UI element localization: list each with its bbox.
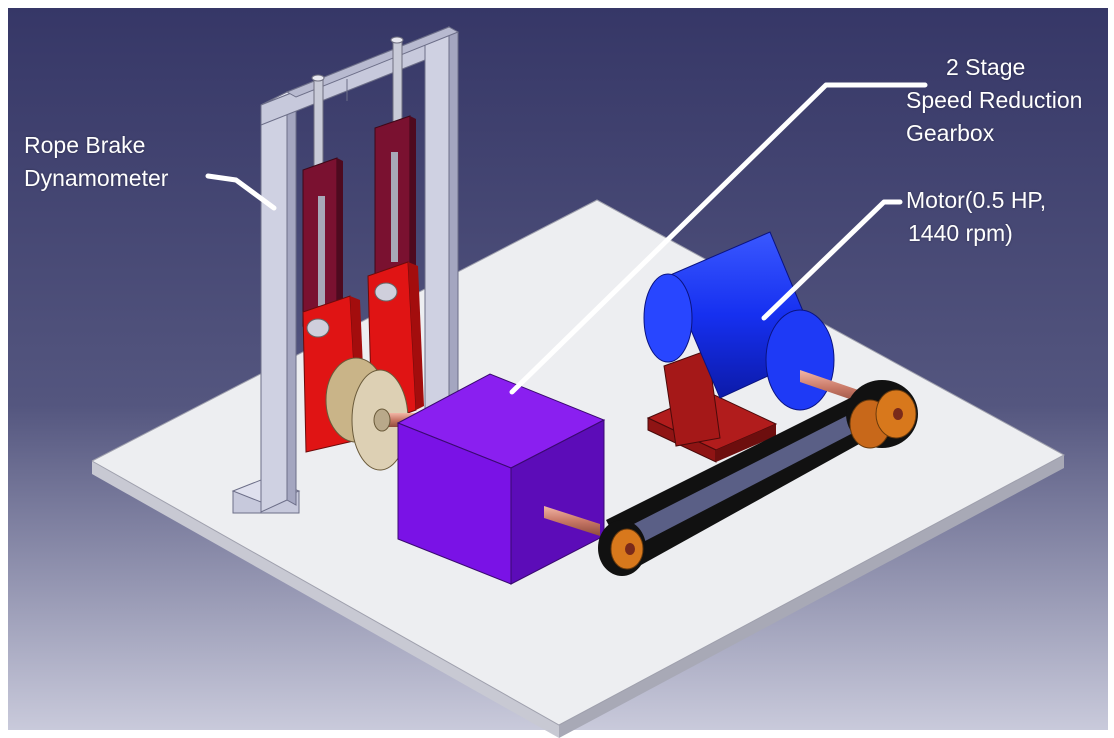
brake-drum (325, 357, 420, 471)
gearbox-label-line1: 2 Stage (946, 54, 1026, 80)
dynamometer-leader-line (205, 173, 277, 211)
gearbox-leader-line (509, 82, 928, 395)
motor-leader-line (761, 199, 903, 321)
leader-lines (205, 82, 928, 395)
gearbox (396, 373, 606, 585)
gearbox-label-line2: Speed Reduction (906, 87, 1083, 113)
motor-label: Motor(0.5 HP, 1440 rpm) (906, 184, 1046, 250)
dynamometer-label: Rope Brake Dynamometer (24, 129, 168, 195)
dynamometer-frame (231, 26, 460, 514)
dynamometer-label-line1: Rope Brake (24, 132, 146, 158)
motor (643, 231, 870, 463)
belt-drive (598, 380, 918, 576)
dynamometer-label-line2: Dynamometer (24, 165, 169, 191)
motor-label-line2: 1440 rpm) (908, 220, 1013, 246)
gearbox-label-line3: Gearbox (906, 120, 995, 146)
motor-label-line1: Motor(0.5 HP, (906, 187, 1047, 213)
gearbox-label: 2 Stage Speed Reduction Gearbox (906, 51, 1082, 150)
